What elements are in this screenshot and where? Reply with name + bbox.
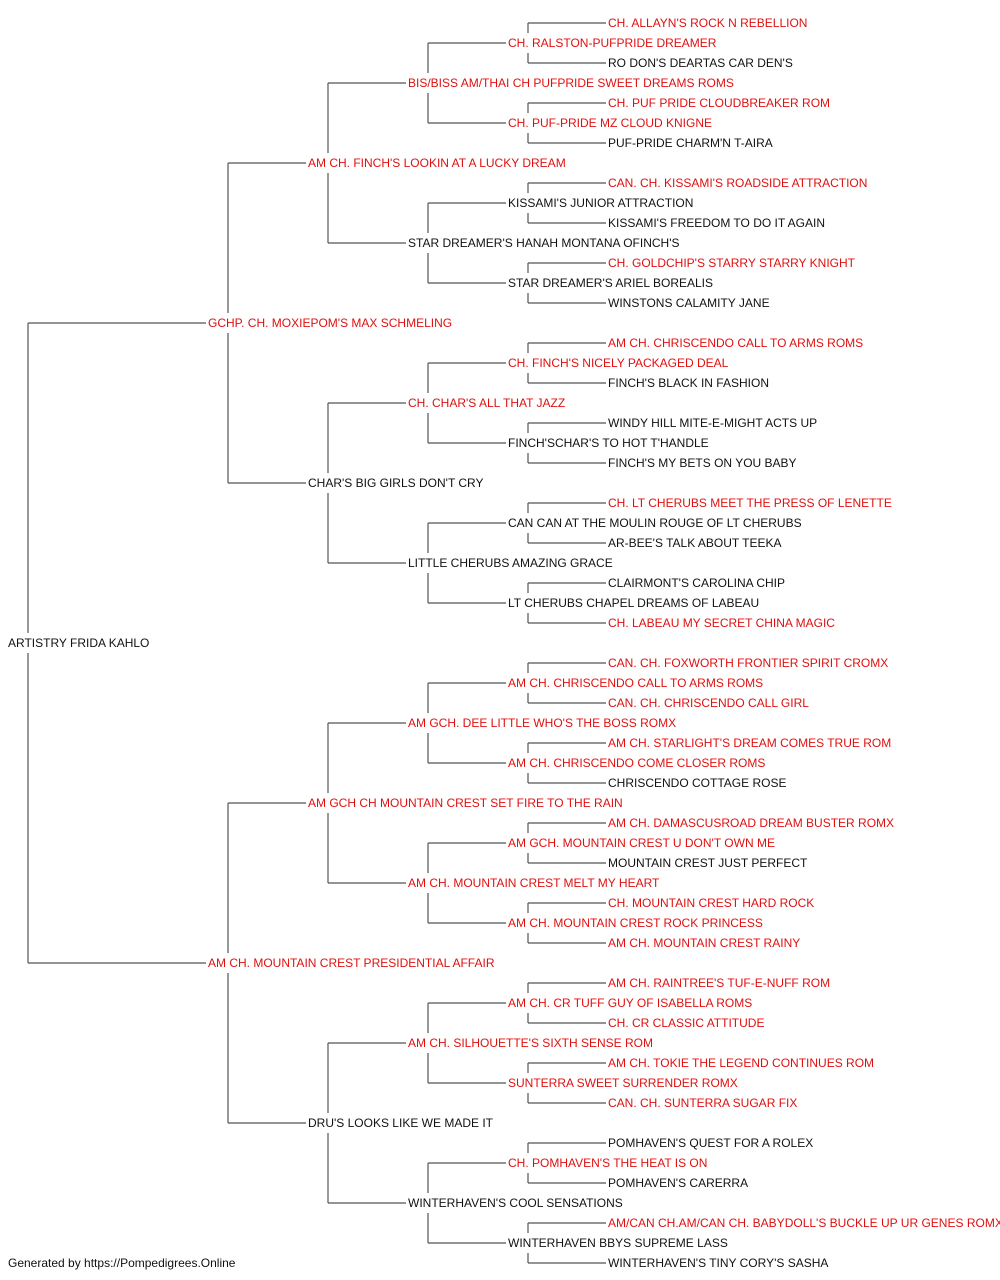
grandparent-name[interactable]: DRU'S LOOKS LIKE WE MADE IT	[308, 1116, 494, 1130]
gen5-ancestor-name[interactable]: RO DON'S DEARTAS CAR DEN'S	[608, 56, 793, 70]
great-grandparent-name[interactable]: LITTLE CHERUBS AMAZING GRACE	[408, 556, 613, 570]
gen5-ancestor-name[interactable]: CH. LABEAU MY SECRET CHINA MAGIC	[608, 616, 835, 630]
gen5-ancestor-name[interactable]: CH. CR CLASSIC ATTITUDE	[608, 1016, 764, 1030]
gen4-ancestor-name[interactable]: CH. PUF-PRIDE MZ CLOUD KNIGNE	[508, 116, 712, 130]
gen4-ancestor-name[interactable]: CAN CAN AT THE MOULIN ROUGE OF LT CHERUB…	[508, 516, 802, 530]
gen5-ancestor-name[interactable]: CH. PUF PRIDE CLOUDBREAKER ROM	[608, 96, 830, 110]
gen5-ancestor-name[interactable]: FINCH'S MY BETS ON YOU BABY	[608, 456, 797, 470]
gen5-ancestor-name[interactable]: MOUNTAIN CREST JUST PERFECT	[608, 856, 808, 870]
grandparent-name[interactable]: AM GCH CH MOUNTAIN CREST SET FIRE TO THE…	[308, 796, 623, 810]
gen5-ancestor-name[interactable]: KISSAMI'S FREEDOM TO DO IT AGAIN	[608, 216, 825, 230]
dam-name[interactable]: AM CH. MOUNTAIN CREST PRESIDENTIAL AFFAI…	[208, 956, 495, 970]
gen5-ancestor-name[interactable]: AM CH. STARLIGHT'S DREAM COMES TRUE ROM	[608, 736, 891, 750]
gen4-ancestor-name[interactable]: CH. RALSTON-PUFPRIDE DREAMER	[508, 36, 717, 50]
gen4-ancestor-name[interactable]: LT CHERUBS CHAPEL DREAMS OF LABEAU	[508, 596, 759, 610]
gen5-ancestor-name[interactable]: CH. MOUNTAIN CREST HARD ROCK	[608, 896, 814, 910]
gen5-ancestor-name[interactable]: POMHAVEN'S QUEST FOR A ROLEX	[608, 1136, 813, 1150]
gen4-ancestor-name[interactable]: AM CH. MOUNTAIN CREST ROCK PRINCESS	[508, 916, 763, 930]
gen5-ancestor-name[interactable]: POMHAVEN'S CARERRA	[608, 1176, 748, 1190]
gen5-ancestor-name[interactable]: CAN. CH. CHRISCENDO CALL GIRL	[608, 696, 809, 710]
grandparent-name[interactable]: AM CH. FINCH'S LOOKIN AT A LUCKY DREAM	[308, 156, 566, 170]
gen5-ancestor-name[interactable]: FINCH'S BLACK IN FASHION	[608, 376, 769, 390]
gen4-ancestor-name[interactable]: AM GCH. MOUNTAIN CREST U DON'T OWN ME	[508, 836, 775, 850]
great-grandparent-name[interactable]: WINTERHAVEN'S COOL SENSATIONS	[408, 1196, 623, 1210]
gen4-ancestor-name[interactable]: AM CH. CR TUFF GUY OF ISABELLA ROMS	[508, 996, 752, 1010]
gen5-ancestor-name[interactable]: CAN. CH. FOXWORTH FRONTIER SPIRIT CROMX	[608, 656, 888, 670]
gen5-ancestor-name[interactable]: AM CH. TOKIE THE LEGEND CONTINUES ROM	[608, 1056, 874, 1070]
gen5-ancestor-name[interactable]: CH. ALLAYN'S ROCK N REBELLION	[608, 16, 807, 30]
great-grandparent-name[interactable]: AM CH. MOUNTAIN CREST MELT MY HEART	[408, 876, 660, 890]
gen4-ancestor-name[interactable]: SUNTERRA SWEET SURRENDER ROMX	[508, 1076, 738, 1090]
gen4-ancestor-name[interactable]: STAR DREAMER'S ARIEL BOREALIS	[508, 276, 713, 290]
sire-name[interactable]: GCHP. CH. MOXIEPOM'S MAX SCHMELING	[208, 316, 452, 330]
gen5-ancestor-name[interactable]: WINTERHAVEN'S TINY CORY'S SASHA	[608, 1256, 828, 1270]
gen5-ancestor-name[interactable]: CH. GOLDCHIP'S STARRY STARRY KNIGHT	[608, 256, 856, 270]
footer-credit: Generated by https://Pompedigrees.Online	[8, 1256, 236, 1270]
gen5-ancestor-name[interactable]: PUF-PRIDE CHARM'N T-AIRA	[608, 136, 773, 150]
gen5-ancestor-name[interactable]: AM CH. CHRISCENDO CALL TO ARMS ROMS	[608, 336, 863, 350]
gen4-ancestor-name[interactable]: CH. POMHAVEN'S THE HEAT IS ON	[508, 1156, 707, 1170]
gen5-ancestor-name[interactable]: CLAIRMONT'S CAROLINA CHIP	[608, 576, 785, 590]
gen4-ancestor-name[interactable]: WINTERHAVEN BBYS SUPREME LASS	[508, 1236, 728, 1250]
gen5-ancestor-name[interactable]: CAN. CH. SUNTERRA SUGAR FIX	[608, 1096, 797, 1110]
gen5-ancestor-name[interactable]: WINDY HILL MITE-E-MIGHT ACTS UP	[608, 416, 817, 430]
gen4-ancestor-name[interactable]: FINCH'SCHAR'S TO HOT T'HANDLE	[508, 436, 709, 450]
gen5-ancestor-name[interactable]: CHRISCENDO COTTAGE ROSE	[608, 776, 786, 790]
great-grandparent-name[interactable]: CH. CHAR'S ALL THAT JAZZ	[408, 396, 565, 410]
gen5-ancestor-name[interactable]: AM CH. MOUNTAIN CREST RAINY	[608, 936, 800, 950]
great-grandparent-name[interactable]: AM CH. SILHOUETTE'S SIXTH SENSE ROM	[408, 1036, 653, 1050]
gen5-ancestor-name[interactable]: AR-BEE'S TALK ABOUT TEEKA	[608, 536, 781, 550]
grandparent-name[interactable]: CHAR'S BIG GIRLS DON'T CRY	[308, 476, 484, 490]
gen4-ancestor-name[interactable]: AM CH. CHRISCENDO CALL TO ARMS ROMS	[508, 676, 763, 690]
gen5-ancestor-name[interactable]: AM CH. RAINTREE'S TUF-E-NUFF ROM	[608, 976, 830, 990]
great-grandparent-name[interactable]: AM GCH. DEE LITTLE WHO'S THE BOSS ROMX	[408, 716, 676, 730]
gen4-ancestor-name[interactable]: CH. FINCH'S NICELY PACKAGED DEAL	[508, 356, 729, 370]
gen5-ancestor-name[interactable]: AM CH. DAMASCUSROAD DREAM BUSTER ROMX	[608, 816, 894, 830]
gen5-ancestor-name[interactable]: CH. LT CHERUBS MEET THE PRESS OF LENETTE	[608, 496, 892, 510]
gen5-ancestor-name[interactable]: WINSTONS CALAMITY JANE	[608, 296, 770, 310]
gen5-ancestor-name[interactable]: AM/CAN CH.AM/CAN CH. BABYDOLL'S BUCKLE U…	[608, 1216, 1000, 1230]
great-grandparent-name[interactable]: STAR DREAMER'S HANAH MONTANA OFINCH'S	[408, 236, 680, 250]
gen5-ancestor-name[interactable]: CAN. CH. KISSAMI'S ROADSIDE ATTRACTION	[608, 176, 867, 190]
dog-name[interactable]: ARTISTRY FRIDA KAHLO	[8, 636, 149, 650]
gen4-ancestor-name[interactable]: AM CH. CHRISCENDO COME CLOSER ROMS	[508, 756, 765, 770]
great-grandparent-name[interactable]: BIS/BISS AM/THAI CH PUFPRIDE SWEET DREAM…	[408, 76, 734, 90]
gen4-ancestor-name[interactable]: KISSAMI'S JUNIOR ATTRACTION	[508, 196, 693, 210]
